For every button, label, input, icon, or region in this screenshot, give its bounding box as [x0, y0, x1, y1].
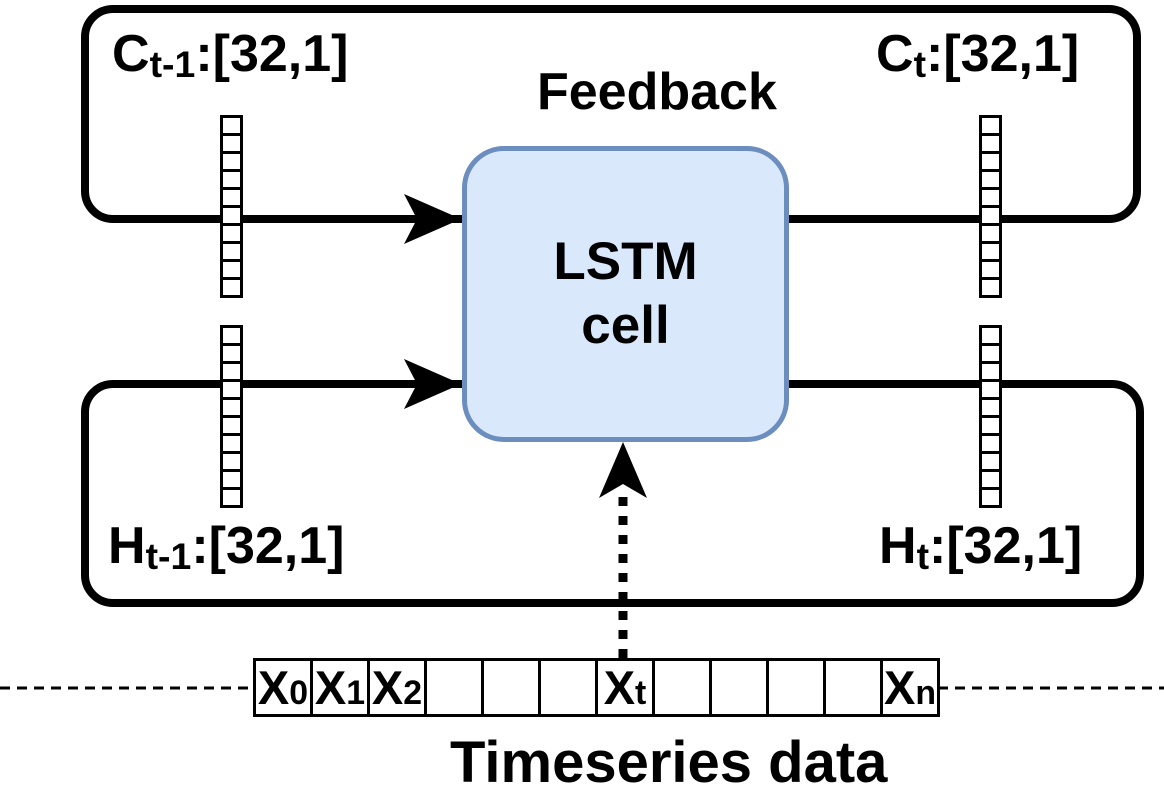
c-next-subscript: t — [913, 43, 927, 86]
c-next-base: C — [876, 25, 914, 83]
c-prev-label: Ct-1:[32,1] — [112, 25, 349, 83]
timeseries-cell-base: X — [603, 661, 636, 714]
vector-cell — [979, 277, 1002, 298]
h-next-label: Ht:[32,1] — [879, 517, 1083, 575]
c-prev-vector — [220, 115, 243, 298]
h-next-base: H — [879, 517, 917, 575]
h-prev-label: Ht-1:[32,1] — [108, 517, 345, 575]
lstm-cell-label-line1: LSTM — [553, 232, 698, 291]
vector-cell — [220, 277, 243, 298]
lstm-cell-block: LSTM cell — [462, 146, 789, 442]
c-prev-subscript: t-1 — [149, 43, 196, 86]
c-next-dims: :[32,1] — [926, 25, 1080, 83]
h-prev-vector — [220, 325, 243, 508]
timeseries-cell-base: X — [371, 661, 404, 714]
c-next-label: Ct:[32,1] — [876, 25, 1080, 83]
h-prev-dims: :[32,1] — [191, 517, 345, 575]
timeseries-cell — [652, 658, 712, 717]
c-prev-dims: :[32,1] — [195, 25, 349, 83]
vector-cell — [220, 487, 243, 508]
c-input-arrowhead-icon — [404, 194, 461, 244]
h-next-dims: :[32,1] — [929, 517, 1083, 575]
c-prev-base: C — [112, 25, 150, 83]
x-input-arrowhead-icon — [599, 442, 647, 498]
timeseries-cell-base: X — [883, 661, 916, 714]
timeseries-cell-base: X — [314, 661, 347, 714]
lstm-cell-label-line2: cell — [581, 296, 670, 355]
h-next-vector — [979, 325, 1002, 508]
timeseries-cell — [424, 658, 484, 717]
h-prev-subscript: t-1 — [145, 535, 192, 578]
h-next-subscript: t — [916, 535, 930, 578]
h-prev-base: H — [108, 517, 146, 575]
timeseries-cell — [709, 658, 769, 717]
c-next-vector — [979, 115, 1002, 298]
feedback-label: Feedback — [537, 63, 777, 121]
timeseries-cell — [823, 658, 883, 717]
timeseries-cell-base: X — [257, 661, 290, 714]
vector-cell — [979, 487, 1002, 508]
timeseries-cell — [481, 658, 541, 717]
timeseries-cell — [766, 658, 826, 717]
timeseries-data-label: Timeseries data — [450, 730, 888, 795]
h-input-arrowhead-icon — [404, 359, 461, 409]
timeseries-cell — [538, 658, 598, 717]
